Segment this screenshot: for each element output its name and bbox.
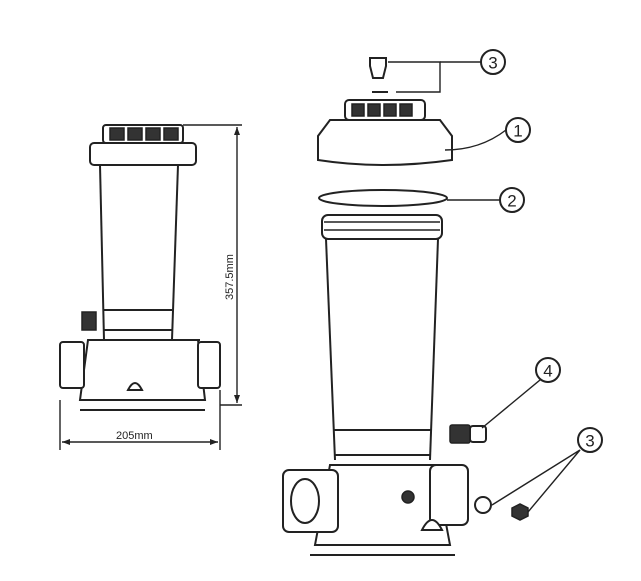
plug-bottom-part: [511, 503, 529, 521]
valve-part: [449, 424, 471, 444]
exploded-view: [282, 57, 529, 556]
assembled-view: [59, 124, 221, 411]
callout-4: 4: [535, 357, 561, 383]
leader-lines: [388, 61, 581, 513]
width-dimension: 205mm: [59, 390, 221, 450]
callout-3-top: 3: [480, 49, 506, 75]
width-label: 205mm: [116, 430, 153, 442]
height-label: 357.5mm: [224, 254, 236, 300]
svg-text:2: 2: [507, 192, 516, 211]
callout-1: 1: [505, 117, 531, 143]
svg-text:3: 3: [488, 54, 497, 73]
height-dimension: 357.5mm: [183, 124, 242, 406]
callout-2: 2: [499, 187, 525, 213]
o-ring-part: [318, 189, 448, 207]
svg-text:3: 3: [585, 432, 594, 451]
callout-3-bottom: 3: [577, 427, 603, 453]
plug-part: [369, 57, 387, 79]
svg-text:1: 1: [513, 122, 522, 141]
svg-text:4: 4: [543, 362, 552, 381]
outlet-pipe: [429, 464, 469, 526]
thread: [321, 214, 443, 240]
washer-bottom-part: [474, 496, 492, 514]
